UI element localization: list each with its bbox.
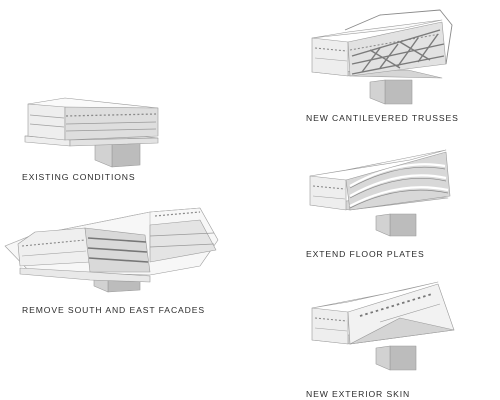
- step-label-extend-floor-plates: EXTEND FLOOR PLATES: [306, 249, 425, 259]
- step-label-new-exterior-skin: NEW EXTERIOR SKIN: [306, 389, 411, 399]
- step-label-existing-conditions: EXISTING CONDITIONS: [22, 172, 136, 182]
- step-label-remove-facades: REMOVE SOUTH AND EAST FACADES: [22, 305, 206, 315]
- step-label-new-cantilevered-trusses: NEW CANTILEVERED TRUSSES: [306, 113, 459, 123]
